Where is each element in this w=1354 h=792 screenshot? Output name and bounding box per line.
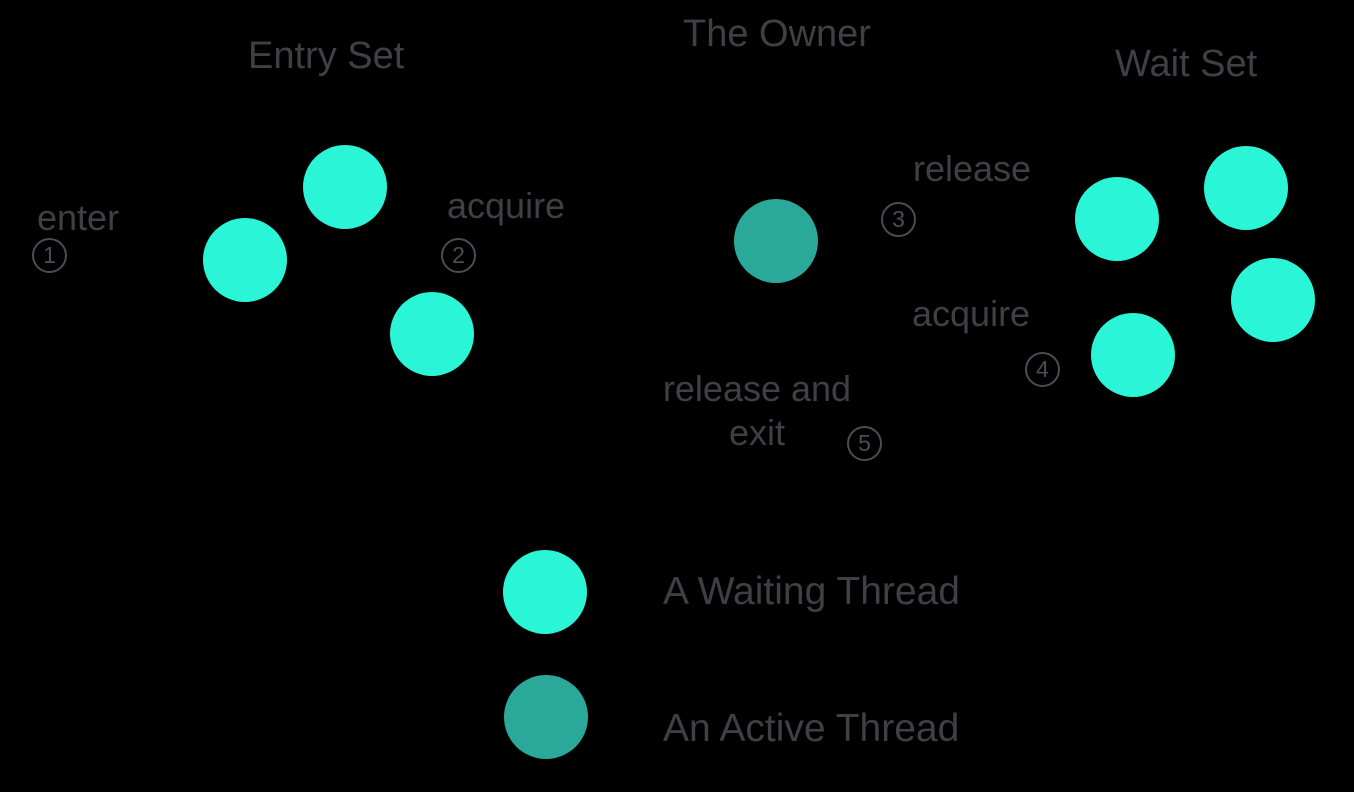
step-3-badge: 3 [881, 202, 916, 237]
step-5-badge: 5 [847, 426, 882, 461]
legend-waiting-label: A Waiting Thread [663, 570, 960, 613]
legend-waiting-swatch [503, 550, 587, 634]
active-thread-circle [734, 199, 818, 283]
step-1-number: 1 [43, 242, 56, 268]
waiting-thread-circle [303, 145, 387, 229]
step-2-badge: 2 [441, 238, 476, 273]
owner-title: The Owner [683, 13, 871, 55]
acquire-wait-label: acquire [912, 293, 1031, 334]
waiting-thread-circle [390, 292, 474, 376]
waiting-thread-circle [1075, 177, 1159, 261]
step-5-number: 5 [858, 430, 871, 456]
release-and-exit-label: release and exit [662, 368, 852, 453]
acquire-entry-label: acquire [447, 185, 566, 226]
entry-set-title: Entry Set [248, 35, 405, 77]
waiting-thread-circle [203, 218, 287, 302]
waiting-thread-circle [1091, 313, 1175, 397]
waiting-thread-circle [1231, 258, 1315, 342]
step-4-number: 4 [1036, 356, 1049, 382]
wait-set-title: Wait Set [1115, 43, 1258, 85]
step-2-number: 2 [452, 242, 465, 268]
step-4-badge: 4 [1025, 352, 1060, 387]
release-label: release [913, 148, 1032, 189]
waiting-thread-circle [1204, 146, 1288, 230]
enter-label: enter [37, 197, 120, 238]
step-1-badge: 1 [32, 238, 67, 273]
legend-active-swatch [504, 675, 588, 759]
step-3-number: 3 [892, 206, 905, 232]
legend-active-label: An Active Thread [663, 707, 960, 750]
